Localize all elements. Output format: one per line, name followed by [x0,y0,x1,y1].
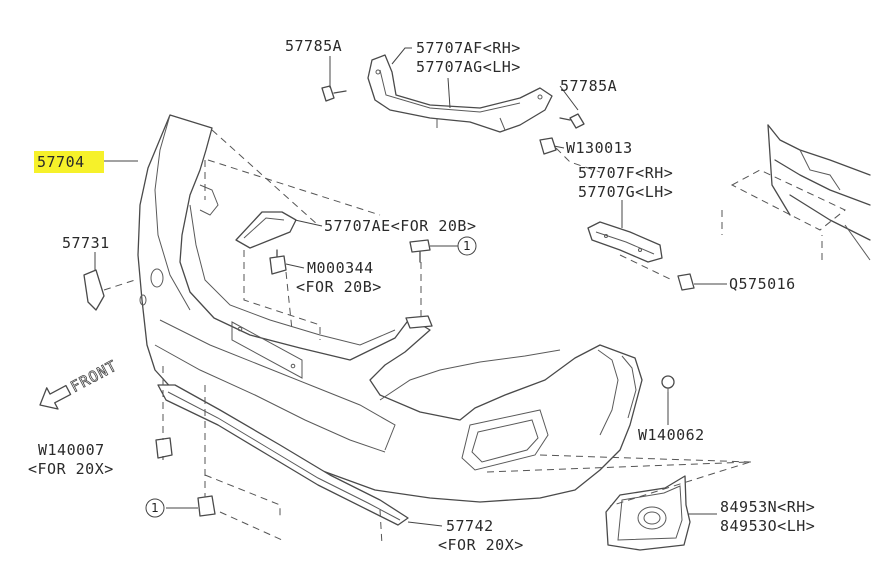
label-57785a-right: 57785A [560,77,617,95]
label-w140062: W140062 [638,426,705,444]
leader-lines [94,47,727,527]
upper-rail [721,124,871,261]
center-bracket [235,211,297,249]
label-57742-note: <FOR 20X> [438,536,524,554]
fog-cover [605,475,691,551]
label-q575016: Q575016 [729,275,796,293]
label-m000344: M000344 [307,259,374,277]
label-57707ae: 57707AE<FOR 20B> [324,217,477,235]
label-57707f: 57707F<RH> [578,164,673,182]
label-57707g: 57707G<LH> [578,183,673,201]
label-w130013: W130013 [566,139,633,157]
label-84953o: 84953O<LH> [720,517,815,535]
lower-lip [157,384,409,526]
label-57707ag: 57707AG<LH> [416,58,521,76]
highlight-57704 [34,151,104,173]
label-57704: 57704 [37,153,85,171]
label-m000344-note: <FOR 20B> [296,278,382,296]
svg-text:1: 1 [151,501,159,515]
svg-text:1: 1 [463,239,471,253]
label-57731: 57731 [62,234,110,252]
label-57707af: 57707AF<RH> [416,39,521,57]
label-84953n: 84953N<RH> [720,498,815,516]
label-57742: 57742 [446,517,494,535]
label-w140007: W140007 [38,441,105,459]
top-bracket [367,54,553,133]
fasteners [83,85,695,517]
guide-lines [103,129,753,546]
side-bracket [587,221,663,263]
part-labels: 57704 57785A 57707AF<RH> 57707AG<LH> 577… [28,37,815,554]
svg-text:FRONT: FRONT [68,357,121,396]
label-w140007-note: <FOR 20X> [28,460,114,478]
label-57785a-left: 57785A [285,37,342,55]
front-arrow: FRONT [39,356,121,410]
ref-mark-top: 1 [457,236,477,256]
bumper-cover [137,114,643,503]
ref-mark-bottom: 1 [145,498,165,518]
